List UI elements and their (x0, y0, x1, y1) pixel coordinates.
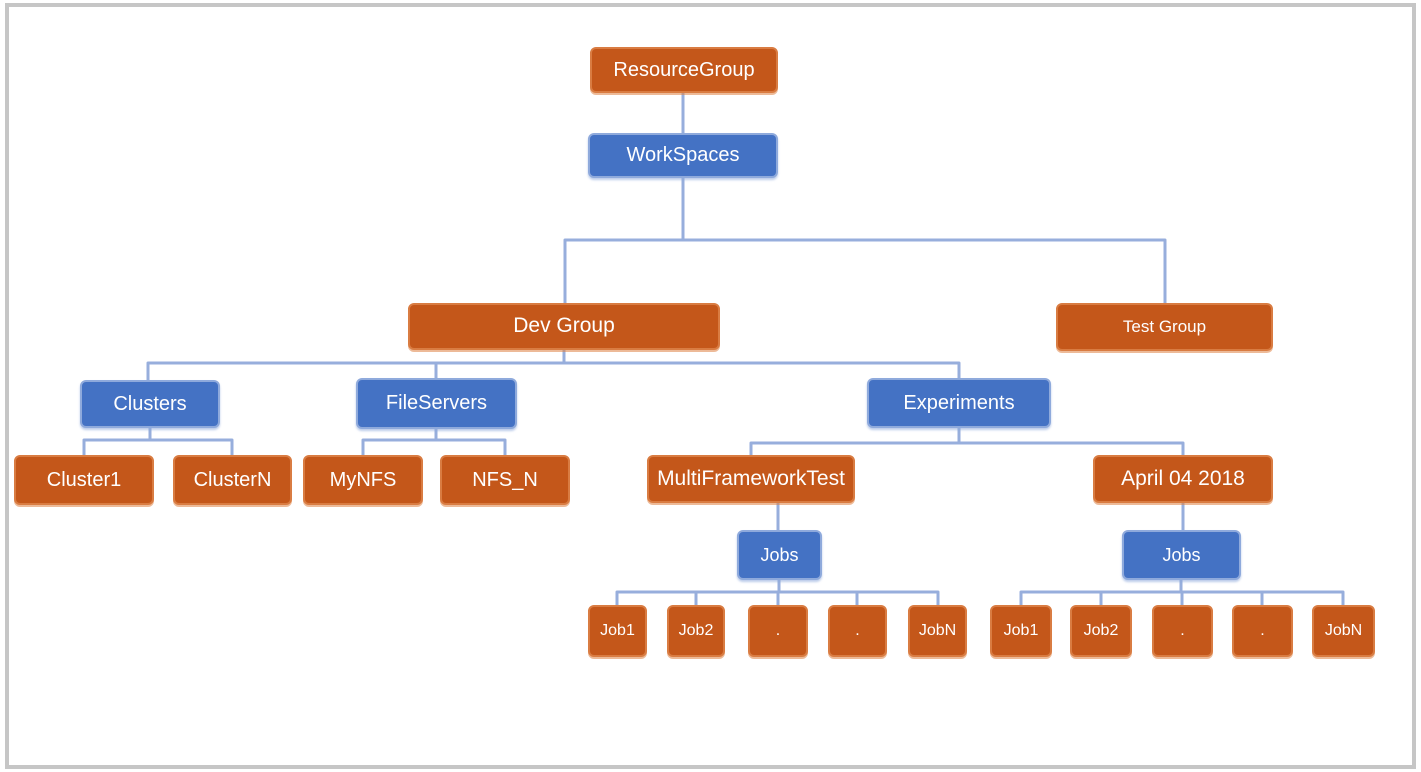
node-clusters: Clusters (80, 380, 220, 428)
node-test-group: Test Group (1056, 303, 1273, 351)
node-fileservers: FileServers (356, 378, 517, 429)
node-dot2-left: . (828, 605, 887, 657)
connector-workspaces-children (563, 238, 1167, 303)
node-mynfs: MyNFS (303, 455, 423, 505)
node-job2-left: Job2 (667, 605, 725, 657)
connector-clusters-children (82, 438, 234, 455)
node-resource-group: ResourceGroup (590, 47, 778, 93)
node-nfs-n: NFS_N (440, 455, 570, 505)
connector-devgroup-children (146, 361, 961, 380)
node-job1-left: Job1 (588, 605, 647, 657)
node-dev-group: Dev Group (408, 303, 720, 350)
node-experiments: Experiments (867, 378, 1051, 428)
node-job2-right: Job2 (1070, 605, 1132, 657)
node-jobn-left: JobN (908, 605, 967, 657)
node-cluster1: Cluster1 (14, 455, 154, 505)
node-april-04-2018: April 04 2018 (1093, 455, 1273, 503)
node-workspaces: WorkSpaces (588, 133, 778, 178)
node-clustern: ClusterN (173, 455, 292, 505)
node-job1-right: Job1 (990, 605, 1052, 657)
node-dot1-right: . (1152, 605, 1213, 657)
node-dot2-right: . (1232, 605, 1293, 657)
node-jobn-right: JobN (1312, 605, 1375, 657)
node-jobs-right: Jobs (1122, 530, 1241, 580)
connector-experiments-children (749, 441, 1185, 455)
node-jobs-left: Jobs (737, 530, 822, 580)
node-dot1-left: . (748, 605, 808, 657)
connector-fileservers-children (361, 438, 507, 455)
node-multiframeworktest: MultiFrameworkTest (647, 455, 855, 503)
